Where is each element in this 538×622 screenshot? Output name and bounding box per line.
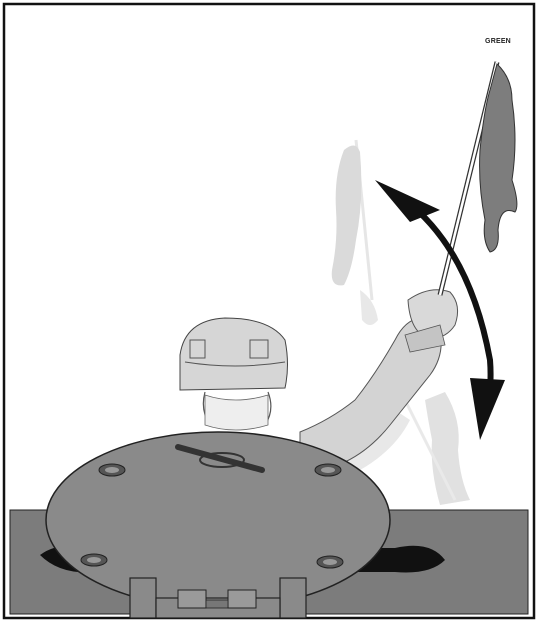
flag-color-label: GREEN	[470, 38, 526, 45]
hatch-lid	[46, 432, 390, 608]
